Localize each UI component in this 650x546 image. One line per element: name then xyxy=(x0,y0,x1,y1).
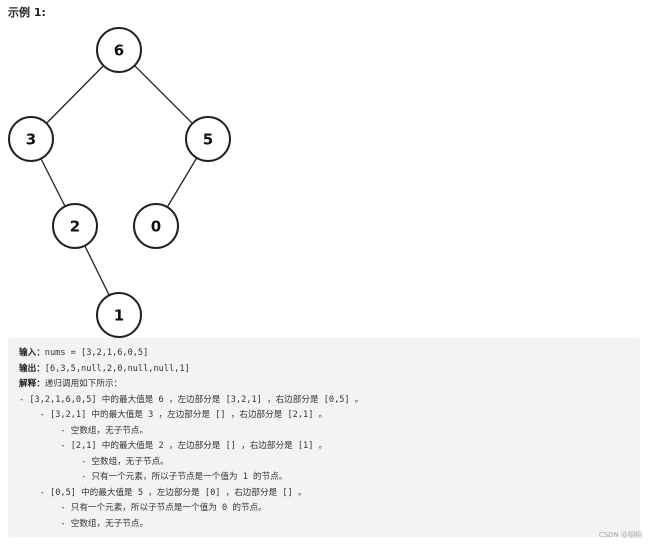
tree-node-label: 3 xyxy=(26,131,36,149)
tree-node: 5 xyxy=(185,116,231,162)
tree-node-circle xyxy=(96,27,142,73)
recursion-line: - 空数组，无子节点。 xyxy=(19,518,149,529)
input-label: 输入： xyxy=(19,348,45,358)
tree-node-circle xyxy=(52,203,98,249)
tree-edge xyxy=(84,245,110,296)
recursion-line: - 空数组，无子节点。 xyxy=(19,456,169,467)
tree-node-label: 1 xyxy=(114,307,124,325)
explain-label: 解释： xyxy=(19,379,45,389)
tree-edge xyxy=(40,158,66,207)
tree-node: 2 xyxy=(52,203,98,249)
tree-node-label: 5 xyxy=(203,131,213,149)
tree-edge xyxy=(46,65,104,124)
tree-node: 0 xyxy=(133,203,179,249)
explain-line: 解释：递归调用如下所示： xyxy=(19,377,640,393)
tree-node: 6 xyxy=(96,27,142,73)
recursion-line: - [0,5] 中的最大值是 5 ，左边部分是 [0] ，右边部分是 [] 。 xyxy=(19,487,307,498)
tree-node-label: 2 xyxy=(70,218,80,236)
output-label: 输出： xyxy=(19,363,45,374)
tree-nodes: 6 3 5 2 0 1 xyxy=(8,27,231,338)
output-value: [6,3,5,null,2,0,null,null,1] xyxy=(44,363,190,374)
input-line: 输入：nums = [3,2,1,6,0,5] xyxy=(19,346,640,362)
binary-tree-diagram: 6 3 5 2 0 1 xyxy=(8,27,231,338)
recursion-line: - [2,1] 中的最大值是 2 ，左边部分是 [] ，右边部分是 [1] 。 xyxy=(19,441,328,451)
recursion-line: - [3,2,1] 中的最大值是 3 ，左边部分是 [] ，右边部分是 [2,1… xyxy=(19,410,328,420)
explain-value: 递归调用如下所示： xyxy=(44,379,123,389)
example-heading: 示例 1: xyxy=(8,6,46,19)
recursion-line: - 空数组，无子节点。 xyxy=(19,425,149,436)
tree-edges xyxy=(40,65,198,296)
tree-node: 3 xyxy=(8,116,54,162)
tree-edge xyxy=(166,157,198,208)
recursion-line: - 只有一个元素，所以子节点是一个值为 1 的节点。 xyxy=(19,472,288,482)
output-line: 输出：[6,3,5,null,2,0,null,null,1] xyxy=(19,362,640,378)
explanation-code-block: 输入：nums = [3,2,1,6,0,5] 输出：[6,3,5,null,2… xyxy=(8,338,640,537)
tree-node-circle xyxy=(8,116,54,162)
recursion-line: - [3,2,1,6,0,5] 中的最大值是 6 ，左边部分是 [3,2,1] … xyxy=(19,394,364,405)
tree-node-circle xyxy=(133,203,179,249)
tree-node: 1 xyxy=(96,292,142,338)
tree-node-circle xyxy=(185,116,231,162)
watermark: CSDN @栩栩 xyxy=(598,531,642,539)
tree-edge xyxy=(134,65,193,124)
tree-node-label: 6 xyxy=(114,42,124,60)
tree-node-circle xyxy=(96,292,142,338)
tree-node-label: 0 xyxy=(151,218,161,236)
recursion-line: - 只有一个元素，所以子节点是一个值为 0 的节点。 xyxy=(19,503,267,513)
input-value: nums = [3,2,1,6,0,5] xyxy=(44,348,149,358)
